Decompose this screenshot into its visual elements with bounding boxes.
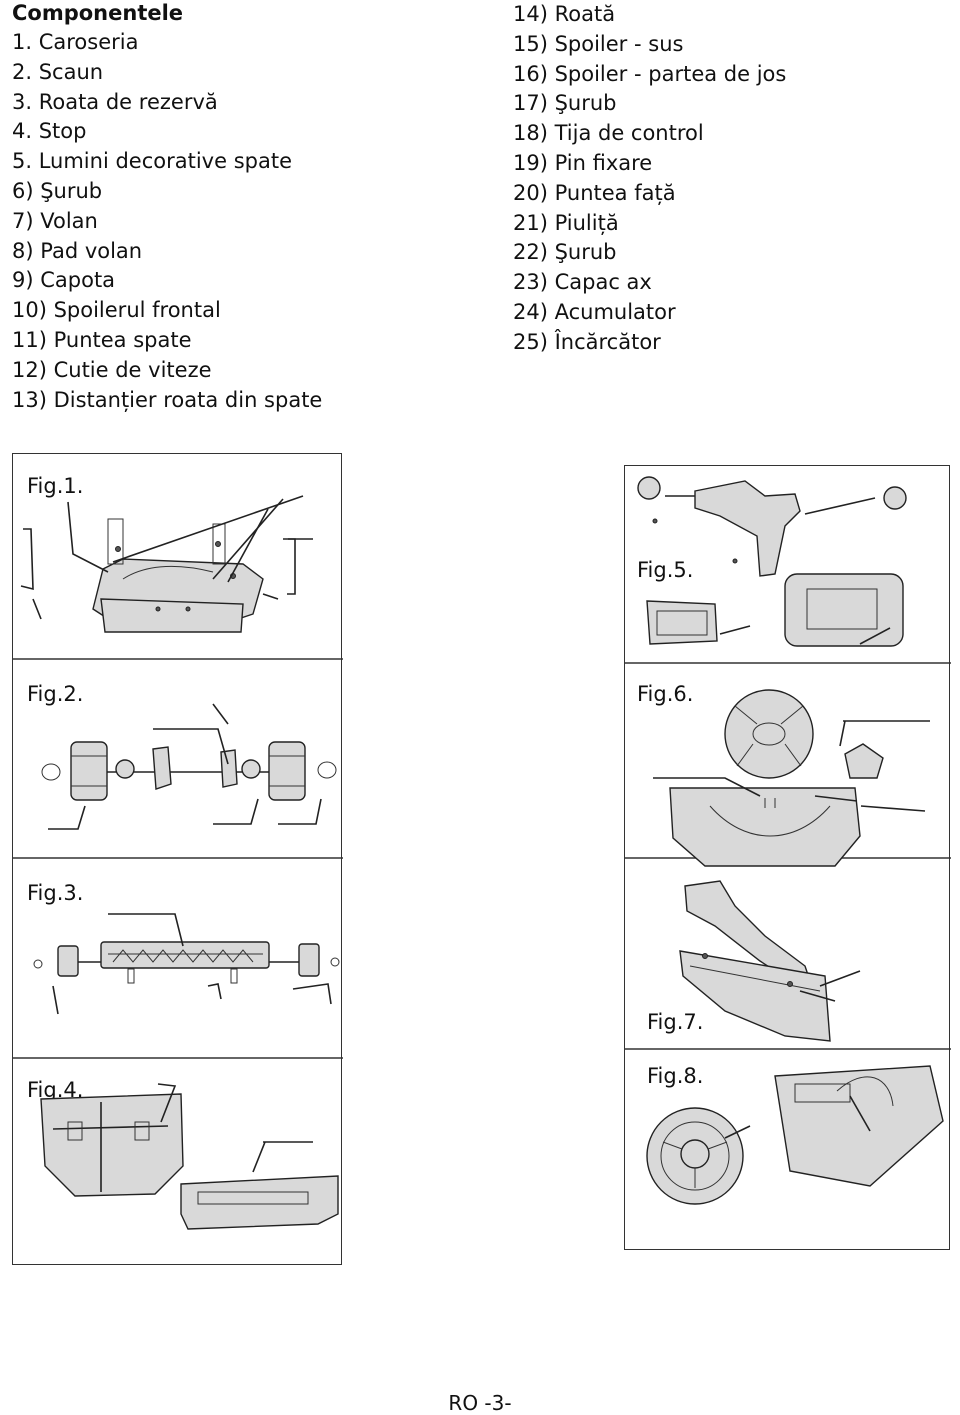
- component-item: 13) Distanțier roata din spate: [12, 387, 323, 412]
- fig8-steering-dashboard-drawing: [646, 1065, 944, 1205]
- component-item: 1. Caroseria: [12, 30, 139, 54]
- component-item: 8) Pad volan: [12, 238, 143, 263]
- component-item: 12) Cutie de viteze: [12, 357, 212, 382]
- components-list-left: 1. Caroseria 2. Scaun 3. Roata de rezerv…: [12, 28, 322, 415]
- fig2-rear-axle-drawing: [41, 703, 337, 830]
- component-item: 15) Spoiler - sus: [513, 31, 684, 56]
- fig5-label: Fig.5.: [637, 558, 694, 582]
- fig5-seat-lights-drawing: [637, 476, 907, 647]
- component-item: 11) Puntea spate: [12, 327, 192, 352]
- component-item: 5. Lumini decorative spate: [12, 149, 292, 174]
- component-item: 21) Piuliță: [513, 210, 619, 235]
- component-item: 20) Puntea față: [513, 180, 676, 205]
- fig6-hub-front-trim-drawing: [653, 689, 930, 867]
- component-item: 18) Tija de control: [513, 121, 704, 146]
- components-list-right: 14) Roată 15) Spoiler - sus 16) Spoiler …: [513, 0, 786, 358]
- fig3-label: Fig.3.: [27, 881, 84, 905]
- figures-5-to-8-illustration: [625, 476, 951, 1205]
- component-item: 16) Spoiler - partea de jos: [513, 61, 787, 86]
- fig4-seat-base-drawing: [40, 1083, 339, 1230]
- figure-panel-left: Fig.1. Fig.2. Fig.3. Fig.4.: [12, 453, 343, 1265]
- fig1-rear-body-drawing: [20, 495, 313, 633]
- fig8-label: Fig.8.: [647, 1064, 704, 1088]
- component-item: 2. Scaun: [12, 59, 104, 84]
- page-number: RO -3-: [448, 1391, 512, 1415]
- component-item: 25) Încărcător: [513, 329, 661, 354]
- component-item: 23) Capac ax: [513, 270, 652, 295]
- component-item: 19) Pin fixare: [513, 150, 653, 175]
- figure-panel-right: Fig.5. Fig.6. Fig.7. Fig.8.: [624, 465, 951, 1250]
- component-item: 17) Şurub: [513, 91, 617, 116]
- components-heading: Componentele: [12, 1, 184, 25]
- fig1-label: Fig.1.: [27, 474, 84, 498]
- component-item: 22) Şurub: [513, 240, 617, 265]
- component-item: 24) Acumulator: [513, 299, 676, 324]
- component-item: 4. Stop: [12, 119, 87, 144]
- fig6-label: Fig.6.: [637, 682, 694, 706]
- component-item: 10) Spoilerul frontal: [12, 298, 221, 323]
- component-item: 7) Volan: [12, 208, 98, 233]
- component-item: 3. Roata de rezervă: [12, 89, 218, 114]
- component-item: 6) Şurub: [12, 178, 103, 203]
- fig7-seat-frame-drawing: [679, 880, 861, 1042]
- fig2-label: Fig.2.: [27, 682, 84, 706]
- fig7-label: Fig.7.: [647, 1010, 704, 1034]
- fig3-front-axle-drawing: [33, 913, 340, 1015]
- component-item: 9) Capota: [12, 268, 116, 293]
- figures-1-to-4-illustration: [13, 495, 343, 1230]
- component-item: 14) Roată: [513, 2, 616, 26]
